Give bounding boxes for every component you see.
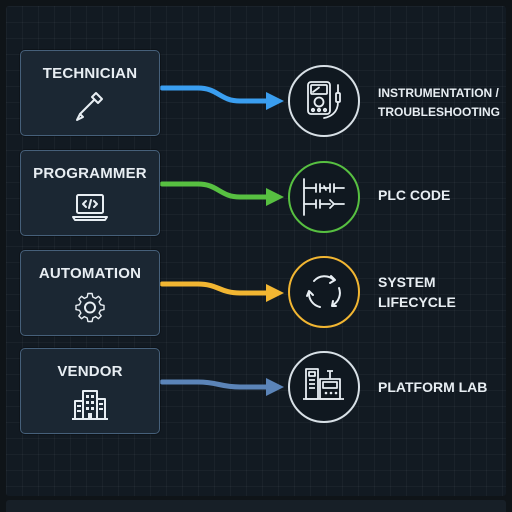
outcome-circle-platform-lab bbox=[288, 351, 360, 423]
outcome-label-line: LIFECYCLE bbox=[378, 294, 456, 310]
lab-equipment-icon bbox=[303, 368, 344, 400]
outcome-label-line: PLATFORM LAB bbox=[378, 379, 488, 395]
role-card-vendor[interactable]: VENDOR bbox=[20, 348, 160, 434]
outcome-circle-system-lifecycle bbox=[288, 256, 360, 328]
outcome-label-plc-code: PLC CODE bbox=[378, 185, 508, 205]
role-label: AUTOMATION bbox=[38, 265, 142, 282]
screwdriver-icon bbox=[76, 92, 103, 121]
cycle-arrows-icon bbox=[306, 275, 341, 308]
role-label: VENDOR bbox=[57, 363, 123, 380]
gear-icon bbox=[75, 292, 105, 323]
laptop-code-icon bbox=[72, 194, 108, 221]
outcome-circle-instrumentation bbox=[288, 65, 360, 137]
ladder-logic-icon bbox=[303, 178, 345, 216]
outcome-label-platform-lab: PLATFORM LAB bbox=[378, 377, 508, 397]
bottom-strip bbox=[6, 500, 506, 512]
building-icon bbox=[72, 390, 108, 420]
outcome-label-line: INSTRUMENTATION / bbox=[378, 86, 499, 100]
outcome-label-system-lifecycle: SYSTEM LIFECYCLE bbox=[378, 272, 508, 312]
outcome-circle-plc-code bbox=[288, 161, 360, 233]
outcome-label-instrumentation: INSTRUMENTATION / TROUBLESHOOTING bbox=[378, 84, 508, 122]
multimeter-icon bbox=[307, 81, 341, 119]
role-label: PROGRAMMER bbox=[33, 165, 147, 182]
role-card-technician[interactable]: TECHNICIAN bbox=[20, 50, 160, 136]
role-card-automation[interactable]: AUTOMATION bbox=[20, 250, 160, 336]
role-card-programmer[interactable]: PROGRAMMER bbox=[20, 150, 160, 236]
role-label: TECHNICIAN bbox=[42, 65, 138, 82]
outcome-label-line: SYSTEM bbox=[378, 274, 436, 290]
outcome-label-line: TROUBLESHOOTING bbox=[378, 105, 500, 119]
outcome-label-line: PLC CODE bbox=[378, 187, 451, 203]
